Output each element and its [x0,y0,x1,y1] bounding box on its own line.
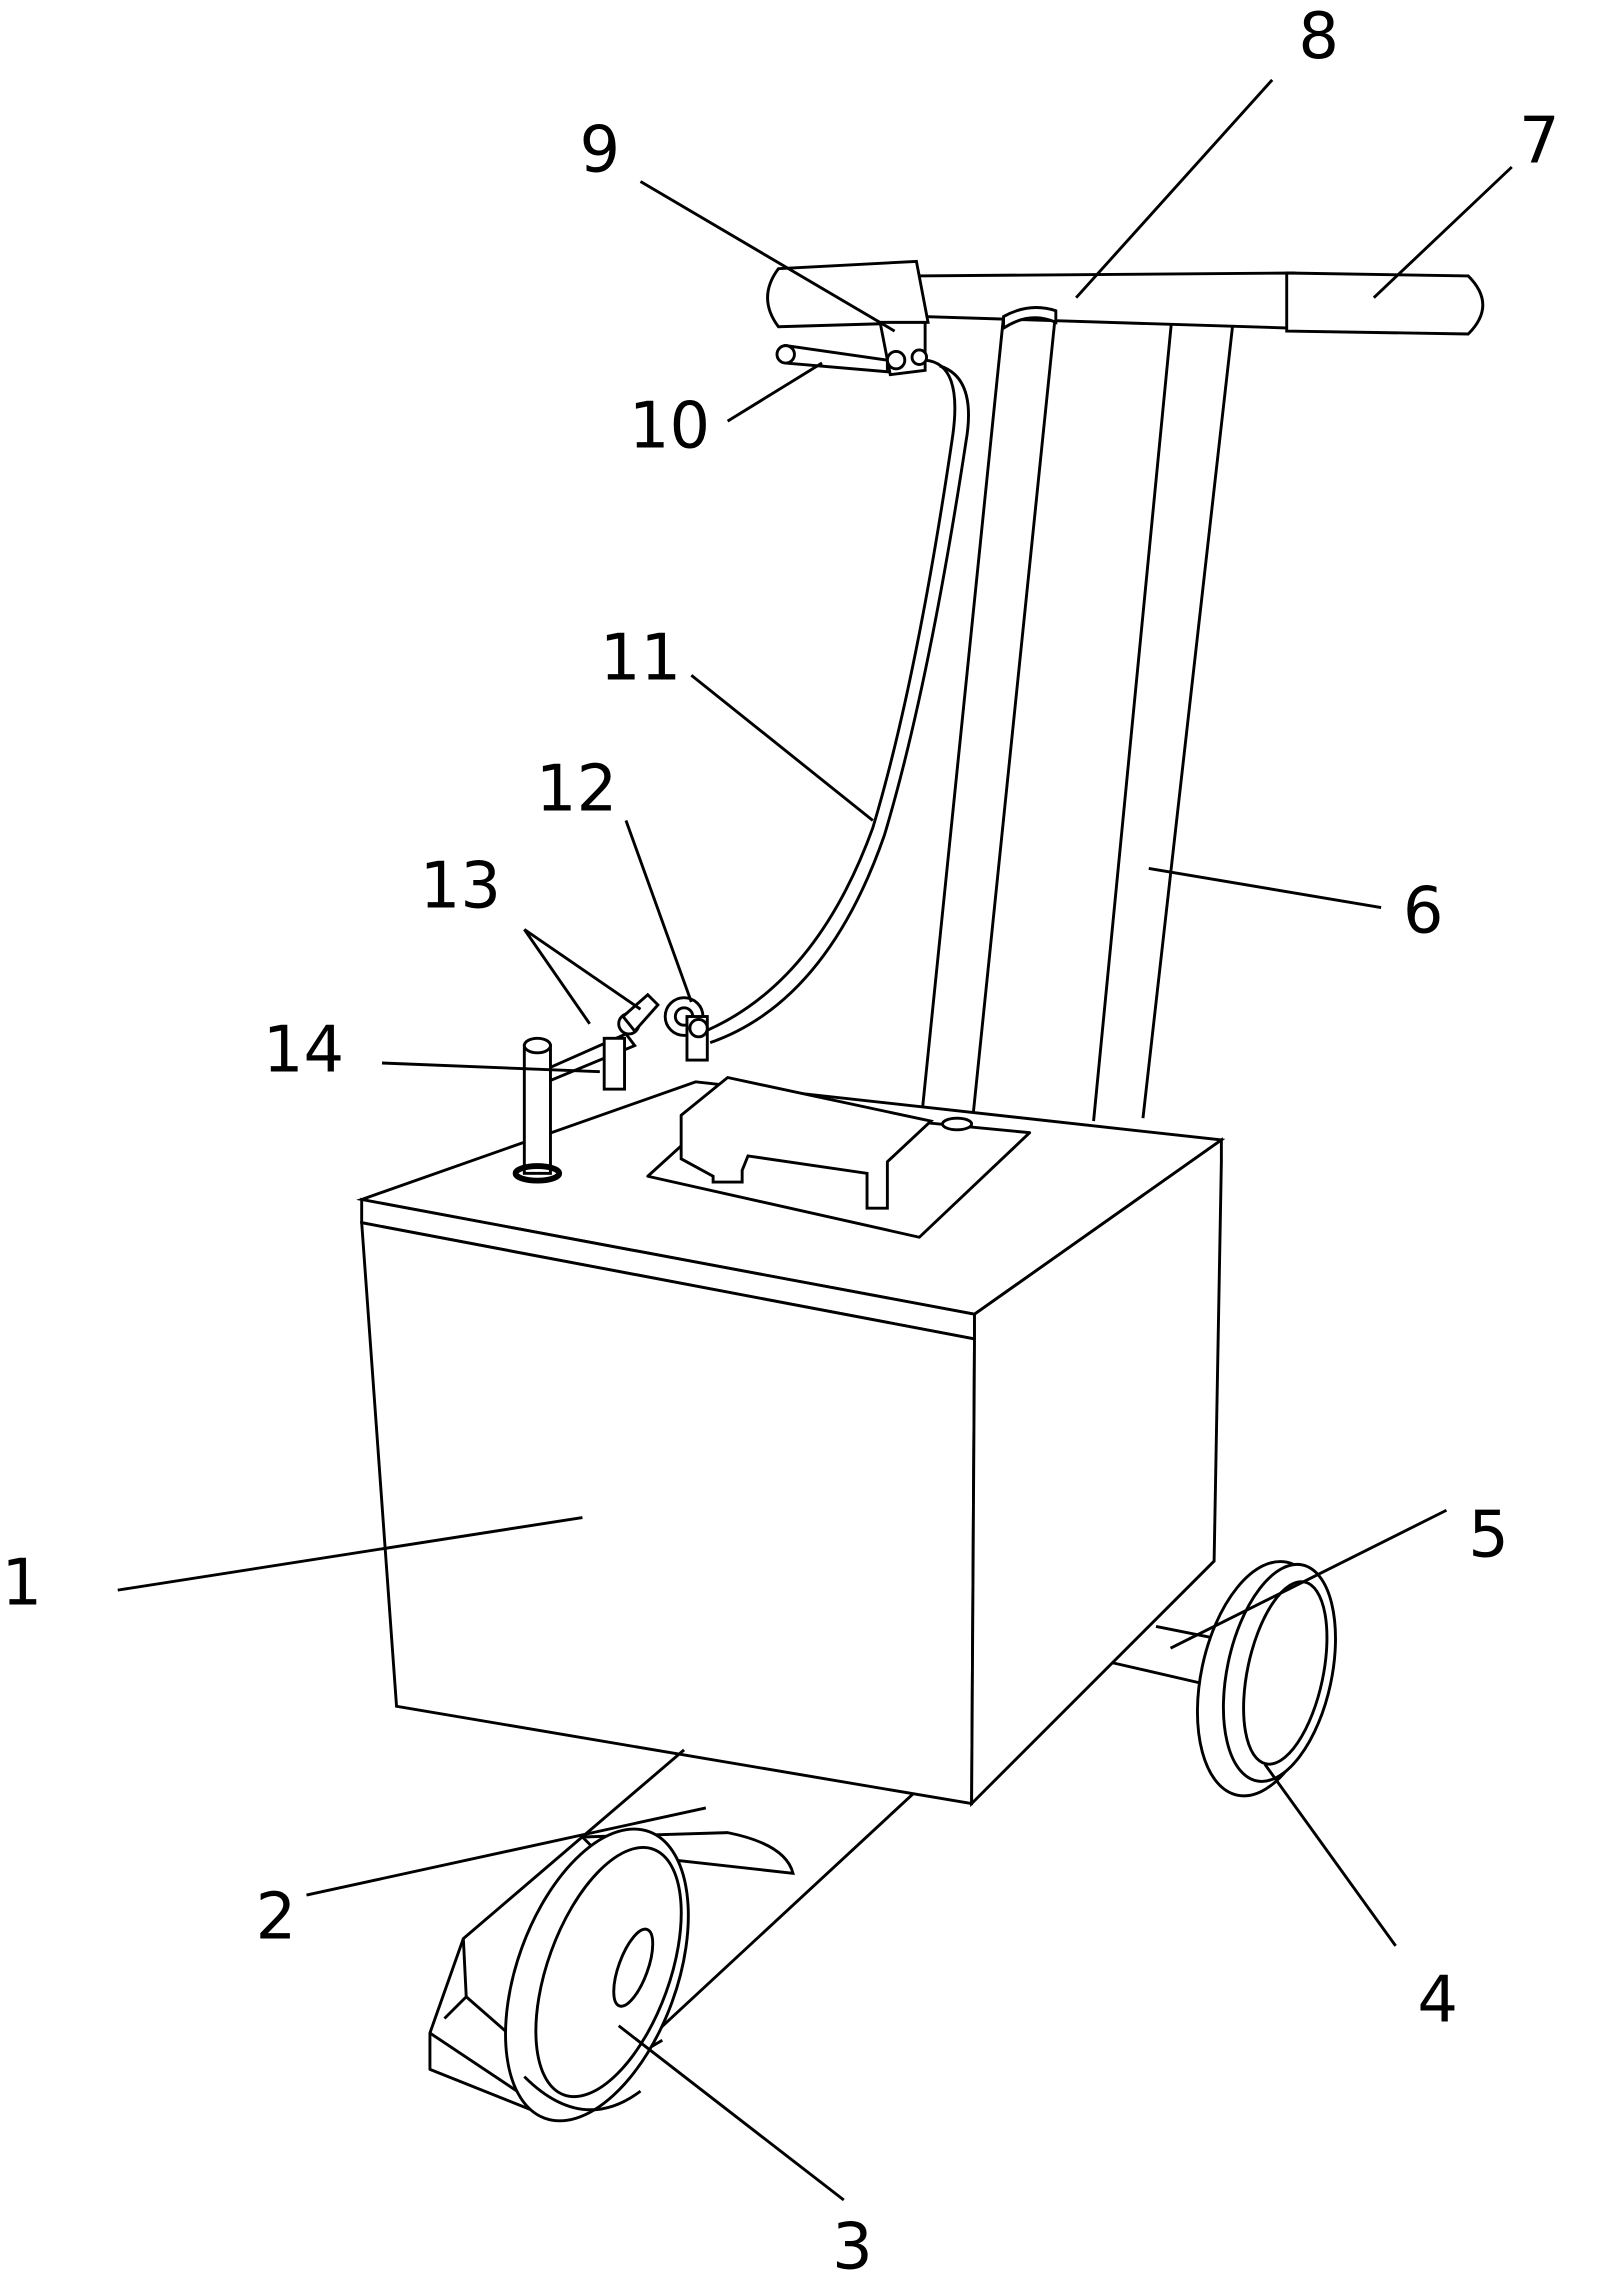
label-3: 3 [832,2210,873,2277]
storage-box [356,992,1226,1808]
label-5: 5 [1468,1499,1509,1573]
label-10: 10 [629,389,710,463]
label-9: 9 [580,113,621,187]
label-11: 11 [600,622,681,696]
label-12: 12 [536,752,617,826]
label-1: 1 [2,1547,43,1621]
label-4: 4 [1417,1963,1458,2037]
crossbar [766,259,1485,336]
brake-lever [775,320,929,377]
leader-lines [117,78,1513,2202]
post [522,1044,552,1175]
brake-cable [698,358,957,1036]
label-14: 14 [263,1014,344,1088]
label-2: 2 [256,1881,297,1955]
right-grip [1285,271,1485,336]
left-grip [766,259,930,329]
label-13: 13 [420,850,501,924]
label-7: 7 [1519,105,1560,179]
label-8: 8 [1298,0,1339,74]
front-platform [428,1748,915,2123]
box-right [970,1137,1223,1808]
label-6: 6 [1403,874,1444,948]
